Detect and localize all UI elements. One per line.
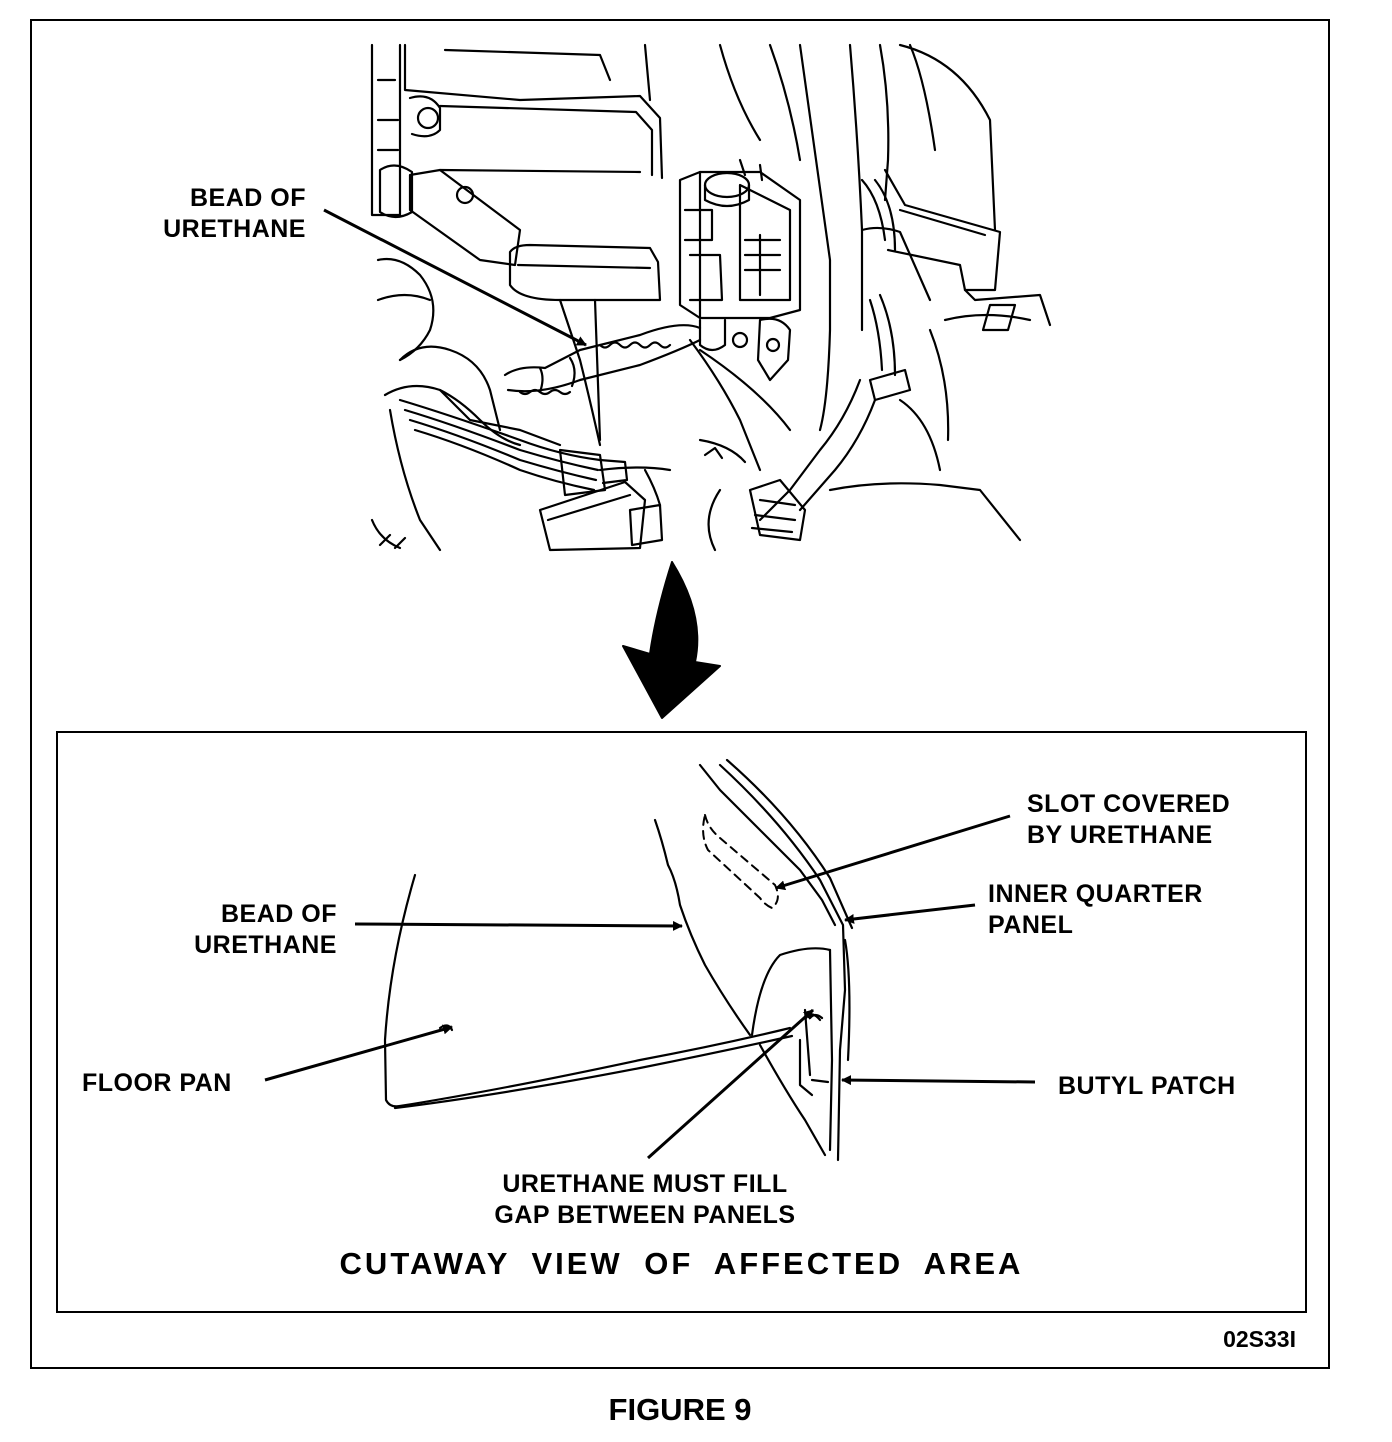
cutaway-title: CUTAWAY VIEW OF AFFECTED AREA xyxy=(339,1246,1024,1281)
figure-caption: FIGURE 9 xyxy=(608,1392,752,1427)
cutaway-drawing xyxy=(383,758,854,1162)
figure-id: 02S33I xyxy=(1223,1326,1296,1352)
fill-gap-line-2: GAP BETWEEN PANELS xyxy=(494,1201,796,1229)
inner-quarter-line-2: PANEL xyxy=(988,911,1074,939)
bottom-bead-label: BEAD OF URETHANE xyxy=(180,899,337,961)
bottom-bead-line-1: BEAD OF xyxy=(221,900,337,928)
inner-quarter-line-1: INNER QUARTER xyxy=(988,880,1203,908)
fill-gap-line-1: URETHANE MUST FILL xyxy=(502,1170,788,1198)
top-bead-line-2: URETHANE xyxy=(163,215,306,243)
inner-quarter-label: INNER QUARTER PANEL xyxy=(988,879,1203,941)
bottom-bead-line-2: URETHANE xyxy=(194,931,337,959)
slot-line-1: SLOT COVERED xyxy=(1027,790,1231,818)
top-bead-label: BEAD OF URETHANE xyxy=(150,183,306,245)
top-bead-leader xyxy=(323,208,587,347)
floor-pan-label: FLOOR PAN xyxy=(82,1069,232,1097)
slot-line-2: BY URETHANE xyxy=(1027,821,1213,849)
figure-frame xyxy=(30,19,1330,1369)
butyl-patch-label: BUTYL PATCH xyxy=(1058,1072,1236,1100)
down-arrow-icon xyxy=(622,561,721,719)
top-bead-line-1: BEAD OF xyxy=(190,184,306,212)
cutaway-leaders xyxy=(264,814,1036,1160)
slot-label: SLOT COVERED BY URETHANE xyxy=(1027,789,1230,851)
cutaway-frame xyxy=(56,731,1307,1313)
fill-gap-label: URETHANE MUST FILL GAP BETWEEN PANELS xyxy=(460,1169,830,1231)
vehicle-interior-drawing xyxy=(370,43,1052,552)
